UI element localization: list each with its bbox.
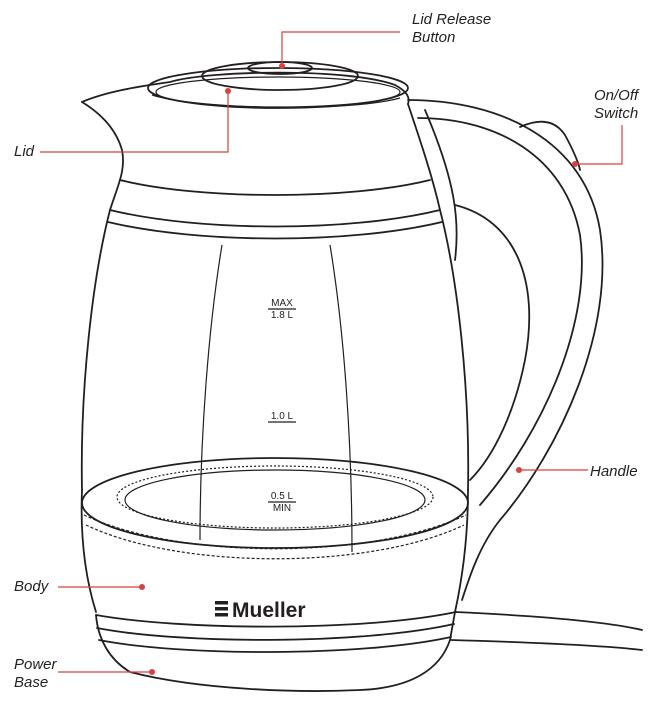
- max-marking: MAX: [271, 298, 293, 309]
- callout-leaders: [40, 31, 623, 675]
- min-marking: MIN: [273, 503, 291, 514]
- power-base-drawing: [95, 611, 643, 692]
- kettle-body-drawing: [80, 99, 604, 613]
- lid-release-label-line2: Button: [412, 29, 455, 46]
- on-off-label-line2: Switch: [594, 105, 638, 122]
- lid-label: Lid: [14, 143, 35, 160]
- mid-volume-marking: 1.0 L: [271, 411, 294, 422]
- max-volume-marking: 1.8 L: [271, 310, 294, 321]
- min-volume-marking: 0.5 L: [271, 491, 294, 502]
- lid-release-label-line1: Lid Release: [412, 11, 491, 28]
- power-base-label-line1: Power: [14, 656, 58, 673]
- brand-name: Mueller: [232, 599, 306, 622]
- brand-logo: Mueller: [215, 599, 306, 622]
- lid-drawing: [81, 61, 441, 211]
- handle-label: Handle: [590, 463, 638, 480]
- body-label: Body: [14, 578, 50, 595]
- power-base-label-line2: Base: [14, 674, 48, 691]
- on-off-label-line1: On/Off: [594, 87, 640, 104]
